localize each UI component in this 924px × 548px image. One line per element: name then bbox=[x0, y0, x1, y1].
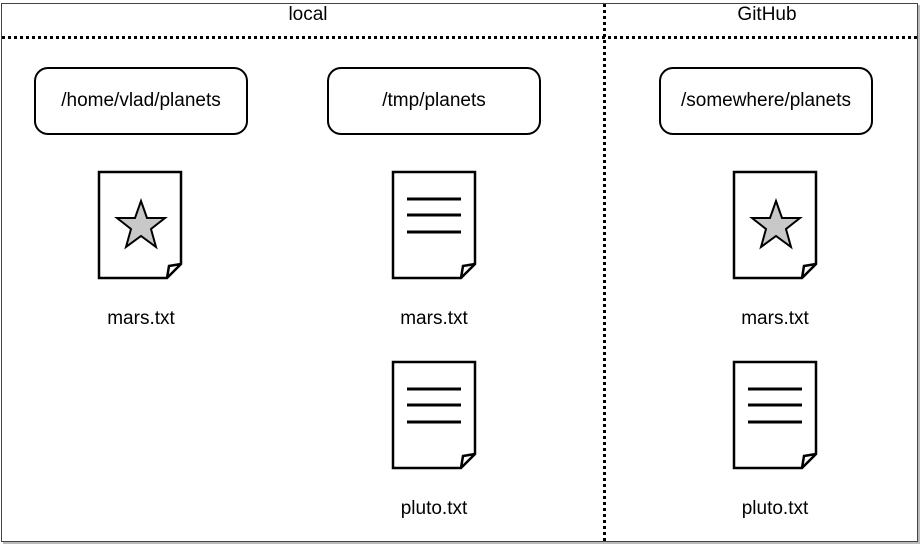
text-document-icon bbox=[732, 360, 818, 470]
diagram-frame bbox=[1, 3, 918, 542]
file-name-mars: mars.txt bbox=[107, 308, 175, 329]
zone-label-github: GitHub bbox=[737, 4, 797, 25]
file-name-mars: mars.txt bbox=[400, 308, 468, 329]
header-divider bbox=[2, 36, 917, 39]
starred-document-icon bbox=[732, 170, 818, 280]
directory-box-tmp: /tmp/planets bbox=[327, 67, 541, 135]
text-document-icon bbox=[391, 360, 477, 470]
file-name-pluto: pluto.txt bbox=[741, 498, 809, 519]
directory-box-home: /home/vlad/planets bbox=[34, 67, 248, 135]
directory-box-somewhere: /somewhere/planets bbox=[659, 67, 873, 135]
zone-divider bbox=[603, 4, 606, 541]
file-name-pluto: pluto.txt bbox=[400, 498, 468, 519]
file-name-mars: mars.txt bbox=[741, 308, 809, 329]
starred-document-icon bbox=[97, 170, 183, 280]
zone-label-local: local bbox=[288, 4, 328, 25]
text-document-icon bbox=[391, 170, 477, 280]
